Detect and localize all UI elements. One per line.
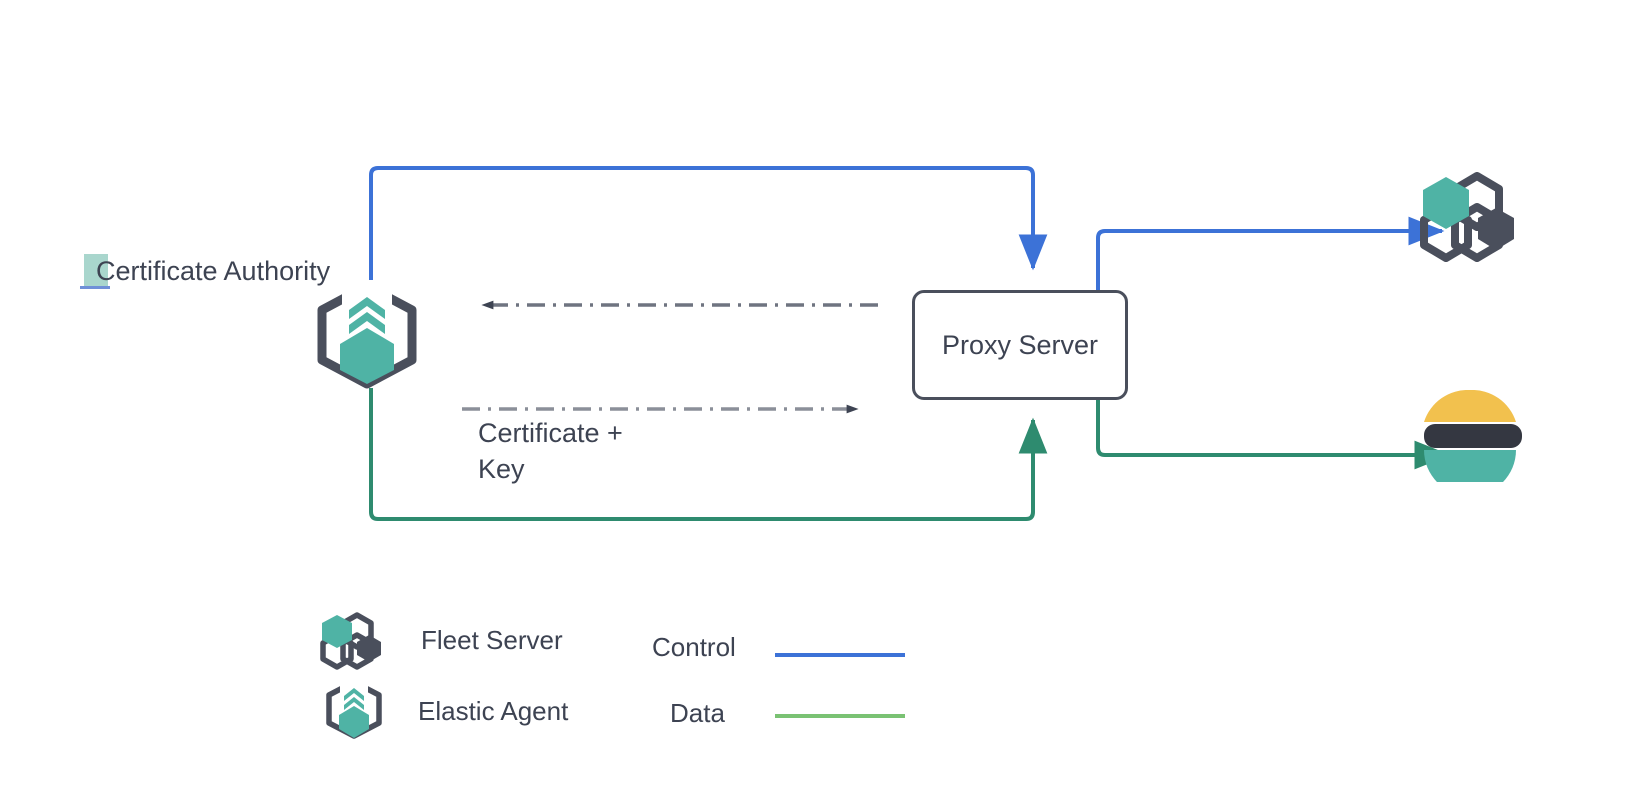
- proxy-server-node[interactable]: [912, 290, 1128, 400]
- connector-data-ca-to-proxy: [369, 388, 1048, 521]
- text-selection-highlight: [84, 254, 108, 286]
- elasticsearch-icon: [1418, 389, 1522, 496]
- certificate-authority-label: Certificate Authority: [96, 256, 331, 286]
- legend-line-label-data: Data: [670, 698, 725, 728]
- connector-control-ca-to-proxy: [369, 166, 1048, 292]
- legend-line-label-control: Control: [652, 632, 736, 662]
- legend-elastic-agent-icon: [324, 678, 384, 740]
- legend-fleet-server-icon: [320, 612, 382, 670]
- connector-data-proxy-to-elasticsearch: [1096, 400, 1451, 470]
- text-selection-underline: [80, 286, 110, 289]
- certificate-key-edge-label: Certificate + Key: [478, 418, 623, 484]
- proxy-server-label: Proxy Server: [941, 330, 1099, 360]
- elastic-agent-icon: [312, 280, 422, 390]
- fleet-server-icon: [1420, 172, 1516, 264]
- legend-item-label-fleet-server: Fleet Server: [421, 625, 563, 655]
- legend-item-label-elastic-agent: Elastic Agent: [418, 696, 569, 726]
- connector-control-proxy-to-fleet: [1096, 216, 1445, 290]
